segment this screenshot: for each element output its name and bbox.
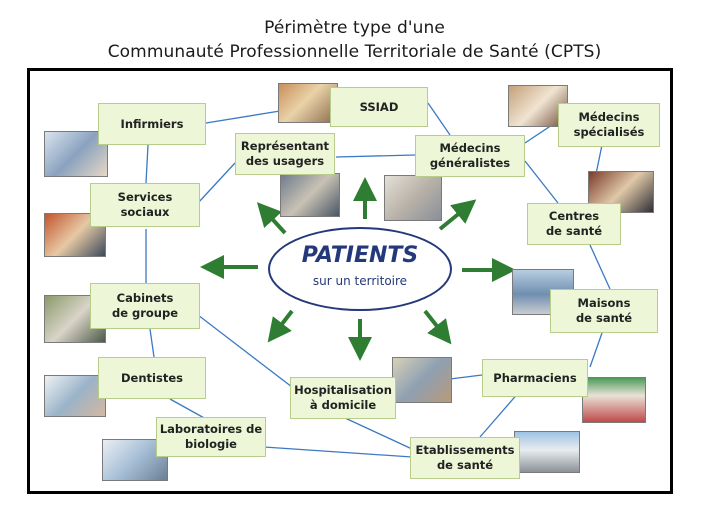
photo-pharmaciens [582, 377, 646, 423]
link-infirmiers-services-sociaux [145, 144, 149, 184]
arrow-up-right [438, 199, 477, 231]
diagram-title-line2: Communauté Professionnelle Territoriale … [107, 42, 602, 62]
photo-hospitalisation [392, 357, 452, 403]
node-medecins-generalistes: Médecins généralistes [415, 135, 525, 177]
node-infirmiers: Infirmiers [98, 103, 206, 145]
node-services-sociaux: Services sociaux [90, 183, 200, 227]
node-cabinets-groupe-label: Cabinets de groupe [111, 291, 179, 320]
node-etablissements: Etablissements de santé [410, 437, 520, 479]
node-pharmaciens-label: Pharmaciens [493, 370, 577, 385]
node-infirmiers-label: Infirmiers [120, 116, 184, 131]
node-pharmaciens: Pharmaciens [482, 359, 588, 397]
node-etablissements-label: Etablissements de santé [415, 443, 515, 472]
node-centres-sante-label: Centres de santé [545, 209, 603, 238]
node-hospitalisation: Hospitalisation à domicile [290, 377, 396, 419]
photo-medecins-generalistes [384, 175, 442, 221]
photo-representant [280, 173, 340, 217]
photo-infirmiers [44, 131, 108, 177]
node-cabinets-groupe: Cabinets de groupe [90, 283, 200, 329]
diagram-title-line1: Périmètre type d'une [264, 18, 445, 38]
arrow-down-left [267, 309, 294, 343]
link-hospitalisation-pharmaciens [449, 374, 483, 380]
patients-subtitle: sur un territoire [312, 274, 408, 288]
link-medecins-centres [524, 160, 559, 204]
link-maisons-pharmaciens [589, 332, 603, 368]
node-medecins-specialises-label: Médecins spécialisés [573, 110, 645, 139]
arrow-down-right [423, 309, 452, 345]
patient-arrows [200, 177, 516, 361]
link-infirmiers-ssiad [205, 110, 281, 124]
node-hospitalisation-label: Hospitalisation à domicile [294, 383, 392, 412]
connections-layer [145, 102, 611, 458]
photo-ssiad [278, 83, 338, 123]
link-representant-medecins [335, 154, 416, 158]
patients-title: PATIENTS [301, 243, 419, 268]
link-dentistes-laboratoires [169, 398, 207, 420]
link-pharmaciens-etablissements [479, 390, 521, 438]
node-centres-sante: Centres de santé [527, 203, 621, 245]
node-ssiad: SSIAD [330, 87, 428, 127]
arrow-up-left [256, 202, 287, 235]
node-dentistes: Dentistes [98, 357, 206, 399]
node-dentistes-label: Dentistes [121, 370, 183, 385]
node-representant-label: Représentant des usagers [240, 139, 330, 168]
diagram-frame: SSIAD Infirmiers Représentant des usager… [27, 68, 673, 494]
link-cabinets-dentistes [149, 328, 155, 358]
node-laboratoires-label: Laboratoires de biologie [159, 422, 263, 451]
photo-etablissements [514, 431, 580, 473]
node-maisons-sante-label: Maisons de santé [575, 296, 633, 325]
node-maisons-sante: Maisons de santé [550, 289, 658, 333]
node-medecins-specialises: Médecins spécialisés [558, 103, 660, 147]
link-ssiad-medecins-generalistes [427, 102, 451, 136]
link-centres-maisons [589, 244, 611, 290]
link-representant-services-sociaux [197, 162, 236, 204]
node-medecins-generalistes-label: Médecins généralistes [429, 141, 511, 170]
link-cabinets-hospitalisation [197, 314, 293, 388]
patients-ellipse: PATIENTS sur un territoire [268, 227, 452, 311]
link-laboratoires-etablissements [263, 446, 413, 458]
photo-dentistes [44, 375, 106, 417]
node-representant: Représentant des usagers [235, 133, 335, 175]
node-services-sociaux-label: Services sociaux [117, 190, 173, 219]
network-links [145, 102, 611, 458]
node-laboratoires: Laboratoires de biologie [156, 417, 266, 457]
node-ssiad-label: SSIAD [359, 99, 399, 114]
